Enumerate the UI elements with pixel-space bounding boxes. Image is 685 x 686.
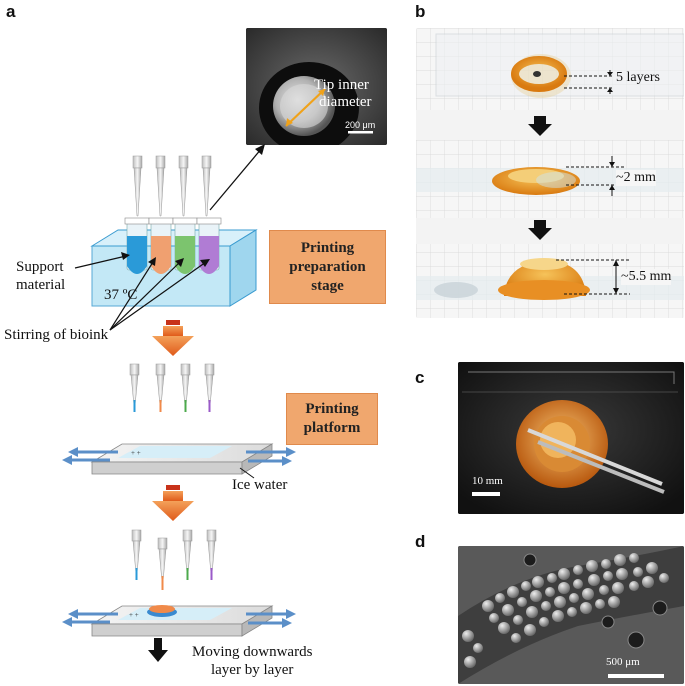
ice-water-label: Ice water [232, 477, 288, 493]
tip-label-line1: Tip inner [314, 77, 369, 93]
support-material-label: Support material [16, 258, 65, 294]
printing-preparation-stage-box: Printing preparation stage [269, 230, 386, 304]
panel-c-photo: 10 mm [458, 362, 684, 514]
prep-line1: Printing [300, 239, 355, 256]
panel-label-a: a [6, 2, 16, 21]
layer-down-arrow [148, 638, 168, 662]
support-line2: material [16, 277, 66, 293]
ice-water-flow-1 [62, 447, 296, 466]
down-arrow-2 [152, 485, 194, 521]
two-mm-label: ~2 mm [616, 170, 656, 186]
platform-line1: Printing [305, 401, 359, 417]
tip-label-line2: diameter [319, 94, 372, 110]
tip-inner-diameter-label: Tip inner diameter [314, 77, 371, 111]
prep-line2: preparation [289, 258, 366, 275]
down-arrow-1 [152, 320, 194, 356]
pipette-tips-bottom [131, 529, 217, 590]
panel-d-scale-label: 500 μm [606, 656, 640, 668]
stirring-label: Stirring of bioink [4, 327, 109, 343]
moving-line1: Moving downwards [192, 644, 313, 660]
five-layers-label: 5 layers [616, 70, 660, 85]
prep-line3: stage [311, 277, 344, 294]
svg-text:+ +: + + [129, 611, 139, 619]
panel-label-d: d [415, 532, 426, 551]
ice-water-flow-2 [62, 609, 296, 628]
tweezers-holding-print [458, 362, 684, 514]
pipette-tips-top [132, 155, 212, 217]
pipette-tips-middle [129, 363, 215, 412]
moving-line2: layer by layer [210, 662, 294, 678]
panel-b-photos: 5 layers ~2 mm ~5.5 mm [416, 28, 684, 318]
panel-label-c: c [415, 368, 425, 387]
panel-d-sem: 500 μm [458, 546, 684, 684]
bioprinting-workflow-diagram: + + + + [62, 144, 296, 662]
sem-tip-inset: Tip inner diameter 200 μm [246, 28, 387, 145]
panel-label-b: b [415, 2, 426, 21]
sem-microparticles [458, 546, 684, 684]
printing-plate-1: + + [90, 443, 274, 475]
platform-line2: platform [303, 420, 361, 436]
pointer-to-inset [209, 147, 263, 211]
panel-c-scale-label: 10 mm [472, 475, 503, 487]
five-point-five-mm-label: ~5.5 mm [621, 269, 672, 285]
sem-tip-image [246, 28, 387, 145]
printing-platform-box: Printing platform [286, 393, 378, 445]
svg-text:+ +: + + [131, 449, 141, 457]
moving-downwards-label: Moving downwards layer by layer [192, 643, 312, 679]
sem-scale-label: 200 μm [345, 120, 376, 130]
temperature-label: 37 ºC [104, 287, 138, 303]
support-line1: Support [16, 259, 64, 275]
printing-plate-2: + + [90, 605, 274, 637]
